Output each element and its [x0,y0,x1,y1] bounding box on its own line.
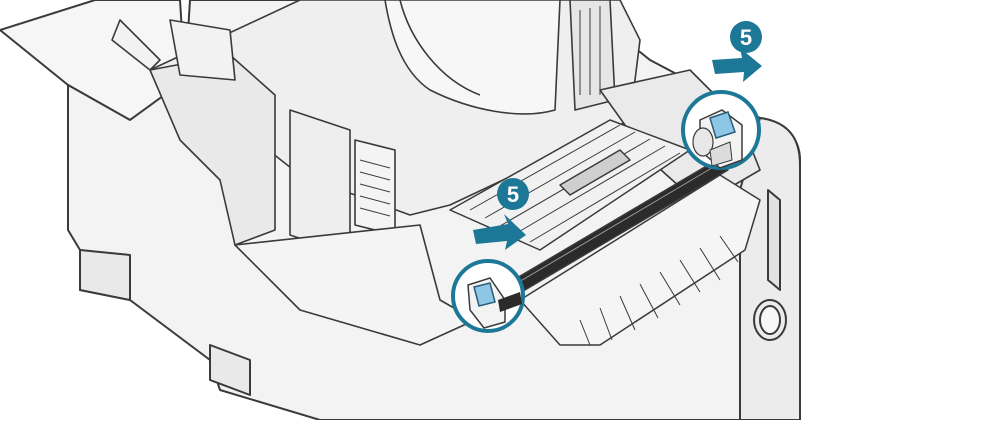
step-number: 5 [507,182,519,207]
step-number: 5 [740,25,752,50]
print-head-assembly [449,119,761,346]
latch-highlight-right [681,90,761,170]
step-callout-left: 5 [497,178,529,210]
latch-highlight-left [451,259,525,333]
latch-left [473,282,496,307]
latch-right [709,111,736,139]
arrow-right-icon [473,214,526,250]
arrow-right-icon [712,48,762,82]
step-callout-right: 5 [730,21,762,53]
